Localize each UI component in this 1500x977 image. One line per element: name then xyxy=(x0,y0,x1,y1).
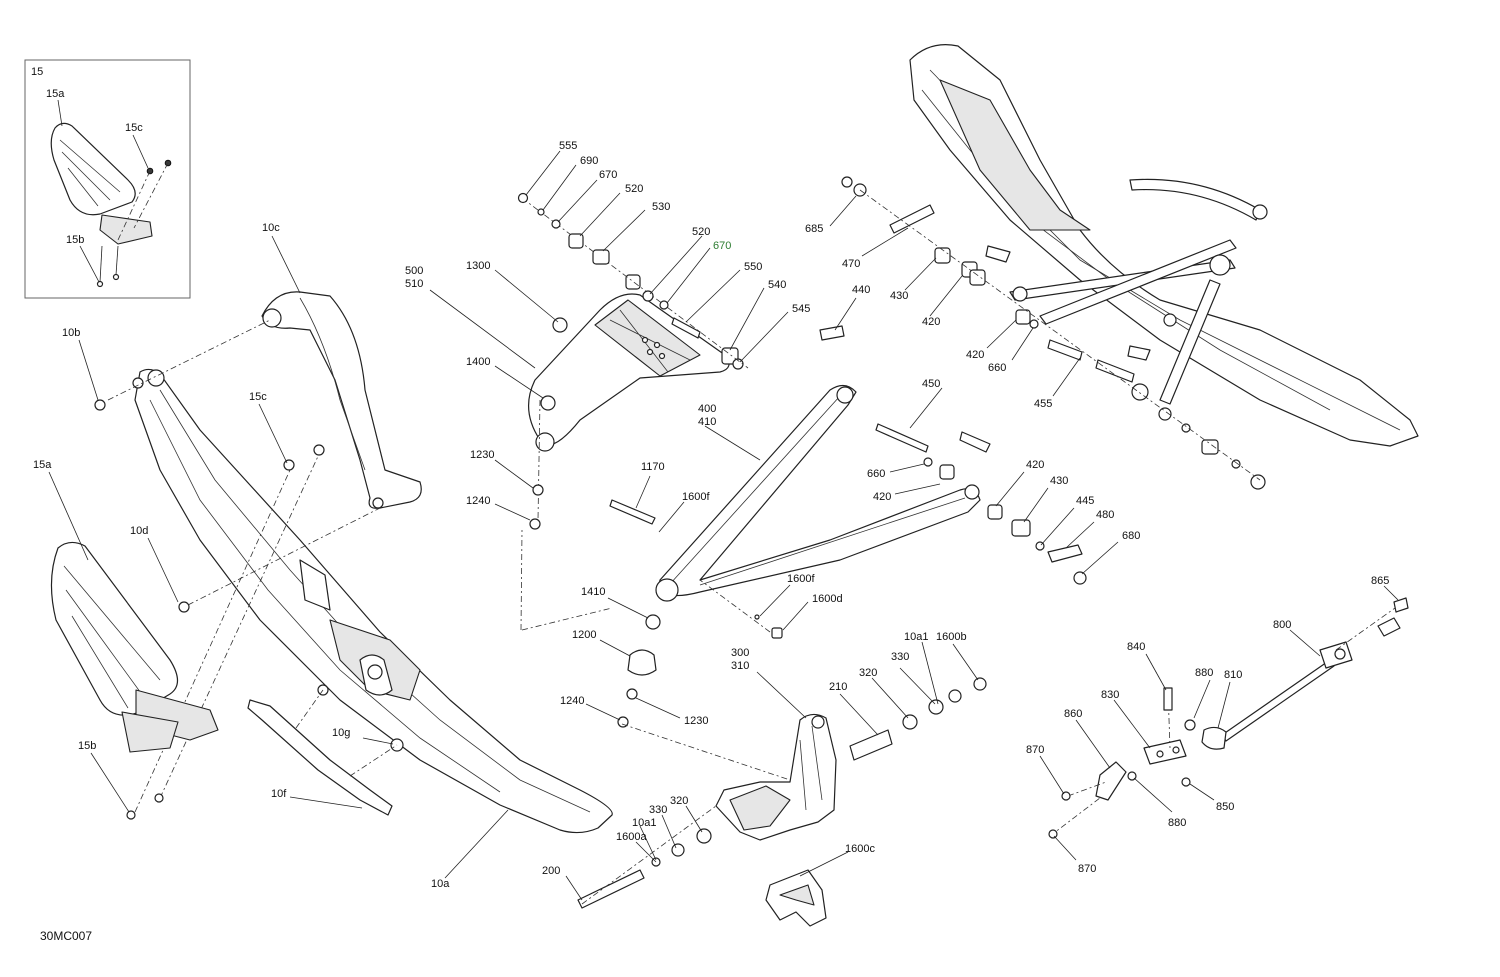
callout: 555 xyxy=(559,140,577,152)
callout: 1600c xyxy=(845,843,875,855)
spindle xyxy=(577,677,987,927)
callout: 1600b xyxy=(936,631,967,643)
callout: 310 xyxy=(731,660,749,672)
callout: 450 xyxy=(922,378,940,390)
callout: 510 xyxy=(405,278,423,290)
callout: 300 xyxy=(731,647,749,659)
callout: 1170 xyxy=(641,461,665,473)
callout: 880 xyxy=(1195,667,1213,679)
callout: 400 xyxy=(698,403,716,415)
steering-linkage xyxy=(1048,597,1409,839)
left-guard xyxy=(50,541,219,753)
callout: 660 xyxy=(988,362,1006,374)
callout: 440 xyxy=(852,284,870,296)
callout: 670 xyxy=(713,240,731,252)
callout: 550 xyxy=(744,261,762,273)
callout: 545 xyxy=(792,303,810,315)
callout: 1240 xyxy=(560,695,584,707)
callout: 420 xyxy=(922,316,940,328)
callout: 10f xyxy=(271,788,287,800)
callout: 330 xyxy=(649,804,667,816)
callout: 15c xyxy=(125,122,143,134)
callout: 660 xyxy=(867,468,885,480)
callout: 420 xyxy=(873,491,891,503)
callout: 15c xyxy=(249,391,267,403)
callout: 840 xyxy=(1127,641,1145,653)
callout: 1410 xyxy=(581,586,605,598)
callout: 420 xyxy=(966,349,984,361)
callout: 15a xyxy=(33,459,52,471)
callout: 1240 xyxy=(466,495,490,507)
callout: 10d xyxy=(130,525,148,537)
callout: 810 xyxy=(1224,669,1242,681)
callout: 1400 xyxy=(466,356,490,368)
upper-a-arm xyxy=(517,192,749,530)
callout: 10b xyxy=(62,327,80,339)
callout: 800 xyxy=(1273,619,1291,631)
callout: 320 xyxy=(859,667,877,679)
callout: 690 xyxy=(580,155,598,167)
callout: 445 xyxy=(1076,495,1094,507)
callout: 865 xyxy=(1371,575,1389,587)
callout: 685 xyxy=(805,223,823,235)
callout: 1600f xyxy=(682,491,710,503)
callout: 15b xyxy=(66,234,84,246)
callout: 530 xyxy=(652,201,670,213)
callout: 520 xyxy=(625,183,643,195)
callout: 10a xyxy=(431,878,450,890)
callout: 410 xyxy=(698,416,716,428)
callout: 470 xyxy=(842,258,860,270)
callout: 500 xyxy=(405,265,423,277)
callout: 1600f xyxy=(787,573,815,585)
inset-title: 15 xyxy=(31,66,43,78)
callout: 850 xyxy=(1216,801,1234,813)
callout: 870 xyxy=(1078,863,1096,875)
callout-labels: 15a 15c 15b 10c 10b 15c 15a 10d 15b 10g … xyxy=(33,88,1389,890)
callout: 1230 xyxy=(470,449,494,461)
callout: 1600a xyxy=(616,831,647,843)
callout: 1200 xyxy=(572,629,596,641)
callout: 880 xyxy=(1168,817,1186,829)
callout: 1230 xyxy=(684,715,708,727)
callout: 830 xyxy=(1101,689,1119,701)
callout: 10g xyxy=(332,727,350,739)
callout: 10a1 xyxy=(904,631,928,643)
lower-a-arm xyxy=(520,384,1087,781)
callout: 210 xyxy=(829,681,847,693)
callout: 480 xyxy=(1096,509,1114,521)
callout: 320 xyxy=(670,795,688,807)
callout: 455 xyxy=(1034,398,1052,410)
callout: 540 xyxy=(768,279,786,291)
callout: 10c xyxy=(262,222,280,234)
callout: 1600d xyxy=(812,593,843,605)
right-ski-assembly xyxy=(819,44,1419,490)
callout: 10a1 xyxy=(632,817,656,829)
callout: 15b xyxy=(78,740,96,752)
left-ski xyxy=(94,291,613,834)
callout: 1300 xyxy=(466,260,490,272)
callout: 870 xyxy=(1026,744,1044,756)
carbide-runner xyxy=(247,689,398,816)
callout: 330 xyxy=(891,651,909,663)
callout: 520 xyxy=(692,226,710,238)
callout: 430 xyxy=(890,290,908,302)
inset-box-15: 15 xyxy=(24,59,191,299)
callout: 680 xyxy=(1122,530,1140,542)
callout: 15a xyxy=(46,88,65,100)
callout: 430 xyxy=(1050,475,1068,487)
callout: 670 xyxy=(599,169,617,181)
drawing-code: 30MC007 xyxy=(40,929,92,943)
callout: 860 xyxy=(1064,708,1082,720)
leader-lines xyxy=(48,99,1399,901)
callout: 420 xyxy=(1026,459,1044,471)
callout: 200 xyxy=(542,865,560,877)
